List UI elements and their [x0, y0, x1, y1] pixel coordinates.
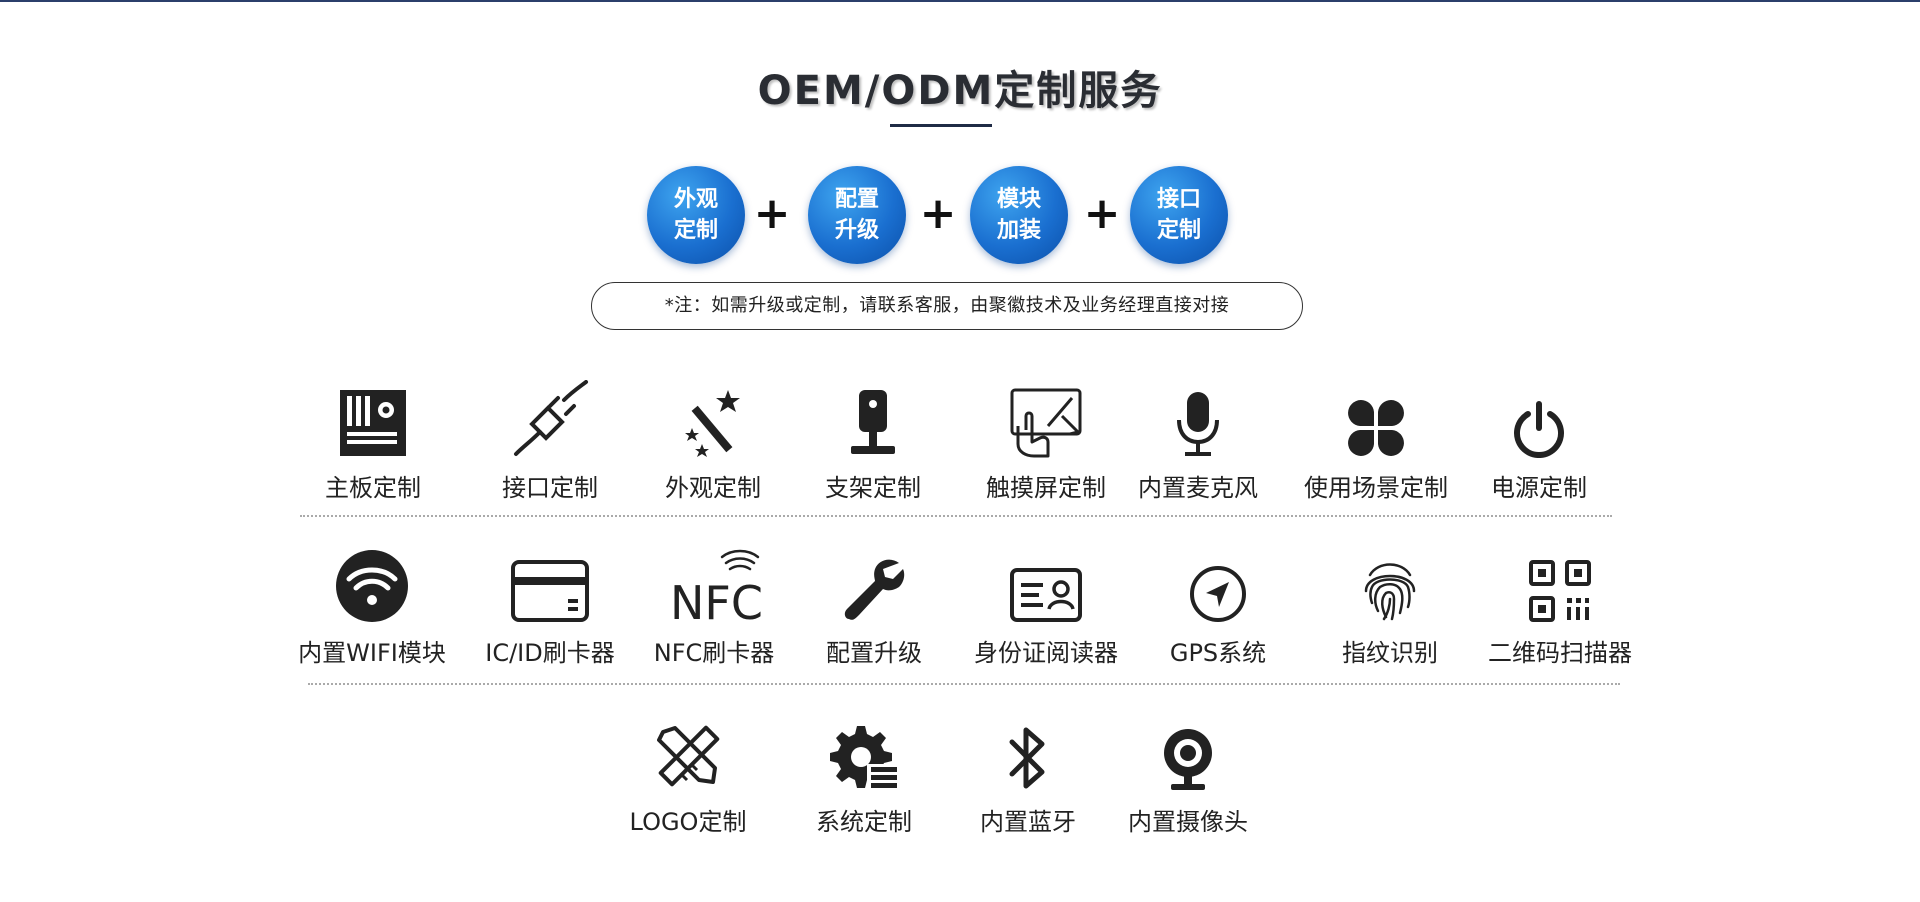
step-line1: 配置: [834, 187, 879, 212]
feature-label: 内置蓝牙: [980, 808, 1076, 836]
feature-wifi: 内置WIFI模块: [292, 537, 452, 668]
row-separator: [308, 683, 1620, 685]
feature-bluetooth: 内置蓝牙: [948, 706, 1108, 837]
step-line2: 升级: [834, 218, 879, 243]
feature-appearance: 外观定制: [633, 372, 793, 503]
service-steps: 外观 定制 + 配置 升级 + 模块 加装 + 接口 定制: [0, 166, 1920, 264]
id-card-icon: [1010, 568, 1082, 622]
stand-icon: [851, 390, 895, 454]
plus-sign: +: [919, 188, 957, 239]
feature-label: 指纹识别: [1342, 639, 1438, 667]
feature-label: 内置麦克风: [1138, 474, 1258, 502]
step-line2: 定制: [673, 218, 718, 243]
feature-qr: 二维码扫描器: [1480, 537, 1640, 668]
step-interface: 接口 定制: [1130, 166, 1228, 264]
step-line1: 外观: [673, 187, 718, 212]
feature-label: 使用场景定制: [1304, 474, 1448, 502]
wrench-icon: [844, 559, 905, 620]
card-icon: [511, 560, 589, 622]
feature-label: 内置摄像头: [1128, 808, 1248, 836]
plus-sign: +: [1083, 188, 1121, 239]
feature-label: LOGO定制: [629, 808, 747, 836]
feature-label: 支架定制: [825, 474, 921, 502]
plug-icon: [514, 380, 588, 456]
feature-label: 二维码扫描器: [1488, 639, 1632, 667]
feature-label: 身份证阅读器: [974, 639, 1118, 667]
wifi-icon: [336, 550, 408, 622]
feature-stand: 支架定制: [793, 372, 953, 503]
feature-id-reader: 身份证阅读器: [966, 537, 1126, 668]
feature-power: 电源定制: [1459, 372, 1619, 503]
feature-label: GPS系统: [1169, 639, 1267, 667]
feature-system: 系统定制: [784, 706, 944, 837]
row-separator: [300, 515, 1612, 517]
step-line1: 接口: [1156, 187, 1201, 212]
feature-motherboard: 主板定制: [293, 372, 453, 503]
feature-label: NFC刷卡器: [653, 639, 775, 667]
top-border: [0, 0, 1920, 2]
touchscreen-icon: [1010, 388, 1082, 458]
feature-label: 系统定制: [816, 808, 912, 836]
page-title: OEM/ODM定制服务: [757, 68, 1163, 114]
bluetooth-icon: [1009, 727, 1045, 789]
fingerprint-icon: [1364, 563, 1416, 621]
feature-gps: GPS系统: [1138, 537, 1298, 668]
magic-wand-icon: [685, 390, 740, 457]
compass-icon: [1190, 566, 1246, 622]
webcam-icon: [1164, 729, 1212, 790]
feature-label: 内置WIFI模块: [298, 639, 446, 667]
feature-label: 电源定制: [1491, 474, 1587, 502]
contact-note: *注：如需升级或定制，请联系客服，由聚徽技术及业务经理直接对接: [591, 282, 1303, 330]
motherboard-icon: [340, 390, 406, 456]
feature-plug: 接口定制: [470, 372, 630, 503]
feature-touchscreen: 触摸屏定制: [966, 372, 1126, 503]
design-tools-icon: [657, 725, 720, 787]
qr-code-icon: [1529, 560, 1591, 622]
microphone-icon: [1177, 392, 1219, 456]
feature-label: 主板定制: [325, 474, 421, 502]
feature-fingerprint: 指纹识别: [1310, 537, 1470, 668]
step-module: 模块 加装: [970, 166, 1068, 264]
power-icon: [1514, 401, 1564, 458]
clover-icon: [1348, 400, 1404, 456]
feature-nfc: NFC NFC刷卡器: [634, 537, 794, 668]
nfc-icon: NFC: [670, 549, 762, 623]
step-line2: 定制: [1156, 218, 1201, 243]
plus-sign: +: [753, 188, 791, 239]
step-config: 配置 升级: [808, 166, 906, 264]
feature-logo: LOGO定制: [608, 706, 768, 837]
feature-webcam: 内置摄像头: [1108, 706, 1268, 837]
feature-label: 配置升级: [826, 639, 922, 667]
feature-label: 接口定制: [502, 474, 598, 502]
step-line1: 模块: [996, 187, 1041, 212]
feature-upgrade: 配置升级: [794, 537, 954, 668]
title-underline: [890, 124, 992, 127]
feature-microphone: 内置麦克风: [1118, 372, 1278, 503]
settings-icon: [830, 726, 897, 790]
feature-scenario: 使用场景定制: [1296, 372, 1456, 503]
step-line2: 加装: [996, 218, 1041, 243]
feature-label: 外观定制: [665, 474, 761, 502]
feature-label: IC/ID刷卡器: [485, 639, 615, 667]
step-appearance: 外观 定制: [647, 166, 745, 264]
nfc-text: NFC: [670, 576, 762, 623]
feature-ic-card: IC/ID刷卡器: [470, 537, 630, 668]
feature-label: 触摸屏定制: [986, 474, 1106, 502]
